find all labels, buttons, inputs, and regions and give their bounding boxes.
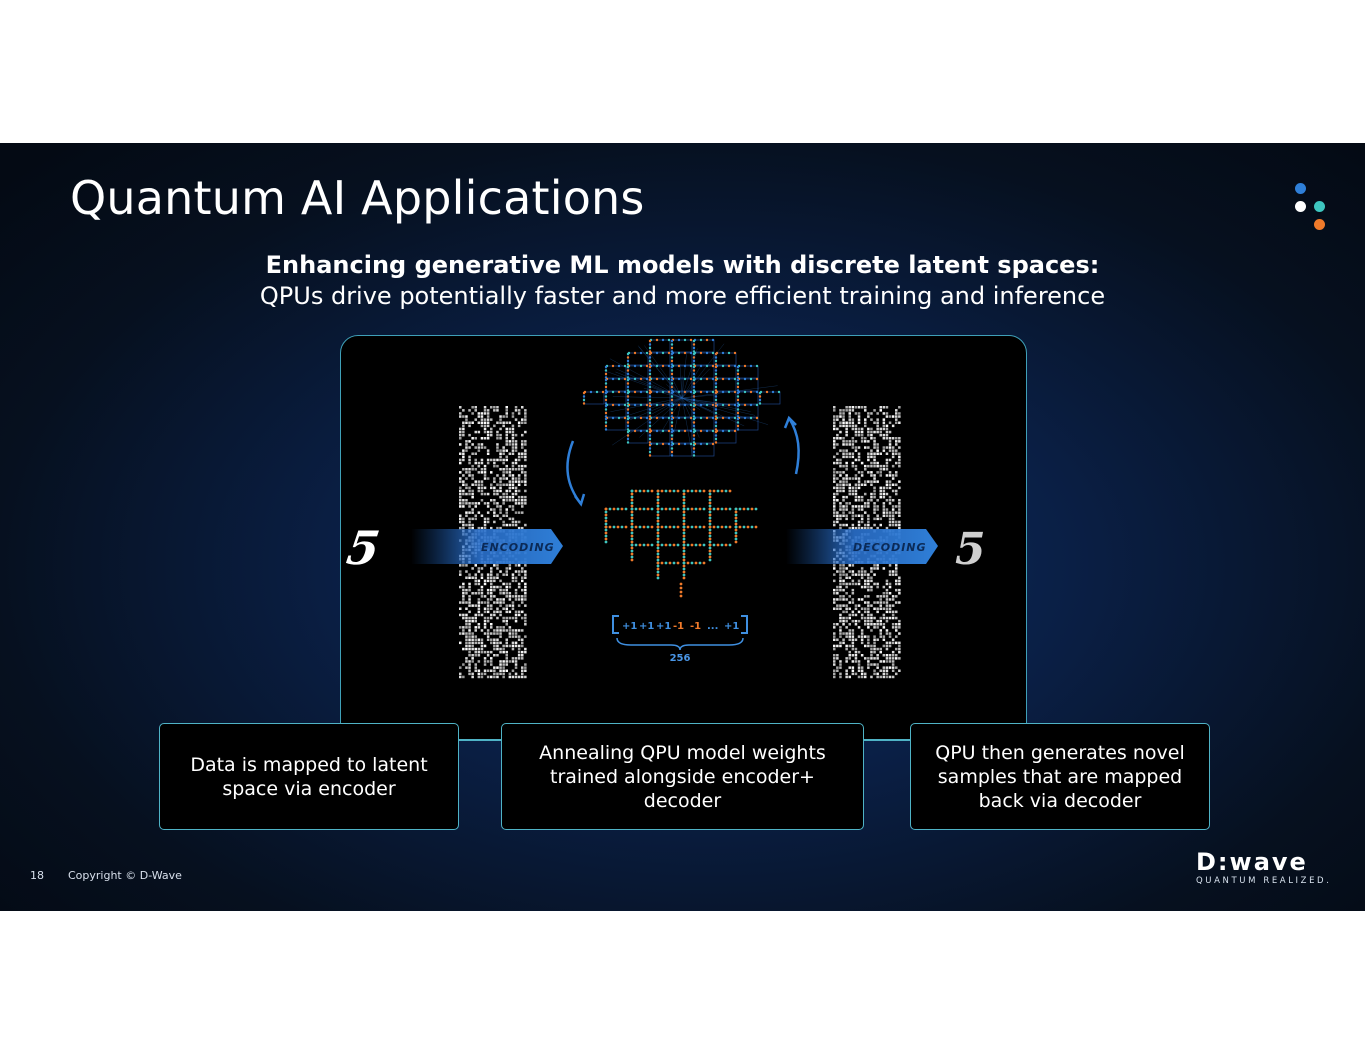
brand-name: D:wave <box>1196 848 1308 876</box>
caption-qpu-training: Annealing QPU model weights trained alon… <box>501 723 864 830</box>
slide: Quantum AI Applications Enhancing genera… <box>0 143 1365 911</box>
latent-vector-item: +1 <box>622 621 637 632</box>
latent-vector-item: +1 <box>656 621 671 632</box>
encoding-label: ENCODING <box>481 541 555 554</box>
latent-vector-item: -1 <box>673 621 684 632</box>
latent-lattice <box>604 489 758 598</box>
up-arrow-icon <box>787 417 800 475</box>
latent-size-brace <box>616 637 744 651</box>
connector-line <box>863 739 911 741</box>
latent-vector-item: -1 <box>690 621 701 632</box>
copyright: Copyright © D-Wave <box>68 869 182 882</box>
output-digit: 5 <box>955 524 986 575</box>
diagram-panel: ENCODING DECODING 5 5 +1+1+1-1-1...+1 25… <box>340 335 1027 741</box>
decoding-label: DECODING <box>853 541 927 554</box>
dwave-logo: D:wave QUANTUM REALIZED. <box>1196 849 1332 886</box>
encoding-arrow <box>411 529 563 564</box>
subheading-bold: Enhancing generative ML models with disc… <box>265 251 1100 279</box>
latent-size: 256 <box>670 653 691 664</box>
latent-vector-item: +1 <box>639 621 654 632</box>
latent-vector-item: ... <box>707 621 718 632</box>
caption-encoder: Data is mapped to latent space via encod… <box>159 723 459 830</box>
subheading-regular: QPUs drive potentially faster and more e… <box>259 282 1106 310</box>
brand-tagline: QUANTUM REALIZED. <box>1196 876 1332 886</box>
vector-left-bracket <box>612 615 619 634</box>
latent-vector: +1+1+1-1-1...+1 <box>622 621 739 632</box>
input-digit: 5 <box>343 521 383 575</box>
vector-right-bracket <box>741 615 748 634</box>
dwave-dots-icon <box>1290 179 1330 235</box>
slide-title: Quantum AI Applications <box>70 171 645 225</box>
caption-decoder: QPU then generates novel samples that ar… <box>910 723 1210 830</box>
latent-vector-item: +1 <box>724 621 739 632</box>
qpu-chimera-graph <box>582 338 781 458</box>
page-number: 18 <box>30 869 44 882</box>
vae-diagram: ENCODING DECODING 5 5 +1+1+1-1-1...+1 25… <box>343 338 986 679</box>
subheading: Enhancing generative ML models with disc… <box>0 249 1365 311</box>
down-arrow-icon <box>566 440 582 505</box>
decoding-arrow <box>786 529 938 564</box>
connector-line <box>458 739 502 741</box>
